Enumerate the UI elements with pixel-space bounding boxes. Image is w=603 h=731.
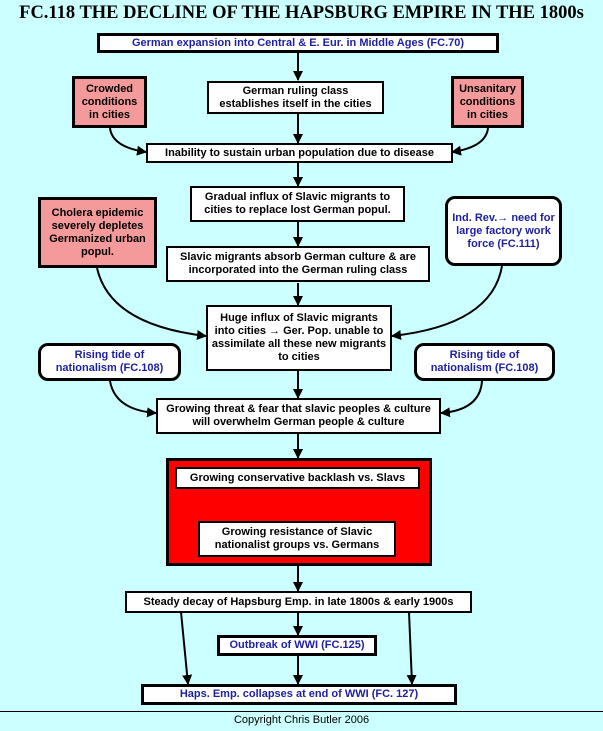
box-outbreak-wwi: Outbreak of WWI (FC.125)	[217, 635, 377, 656]
arrow-decay-to-collapse-right	[406, 611, 417, 685]
arrow-decay-to-collapse-left	[180, 611, 193, 685]
arrow-unsanitary-to-inability	[451, 127, 489, 156]
box-growing-threat: Growing threat & fear that slavic people…	[156, 398, 441, 434]
box-inability: Inability to sustain urban population du…	[146, 143, 453, 163]
box-nationalism-left: Rising tide of nationalism (FC.108)	[38, 343, 181, 381]
page-title: FC.118 THE DECLINE OF THE HAPSBURG EMPIR…	[19, 3, 584, 23]
box-german-expansion: German expansion into Central & E. Eur. …	[97, 33, 499, 53]
box-crowded-conditions: Crowded conditions in cities	[72, 76, 147, 128]
box-absorb-culture: Slavic migrants absorb German culture & …	[166, 246, 430, 282]
copyright-footer: Copyright Chris Butler 2006	[233, 714, 370, 726]
box-cholera-epidemic: Cholera epidemic severely depletes Germa…	[38, 197, 157, 268]
arrow-cholera-to-huge	[96, 267, 207, 340]
arrow-nationalism-left-to-threat	[109, 380, 157, 418]
box-slavic-resistance: Growing resistance of Slavic nationalist…	[198, 521, 396, 557]
box-unsanitary-conditions: Unsanitary conditions in cities	[451, 76, 524, 128]
footer-divider	[0, 711, 603, 712]
arrow-indrev-to-huge	[391, 265, 503, 340]
box-nationalism-right: Rising tide of nationalism (FC.108)	[414, 343, 555, 381]
box-ruling-class: German ruling class establishes itself i…	[207, 81, 384, 114]
box-gradual-influx: Gradual influx of Slavic migrants to cit…	[190, 186, 405, 222]
arrow-nationalism-right-to-threat	[440, 380, 483, 418]
box-conservative-backlash: Growing conservative backlash vs. Slavs	[175, 467, 420, 489]
box-huge-influx: Huge influx of Slavic migrants into citi…	[206, 305, 392, 371]
box-industrial-revolution: Ind. Rev.→ need for large factory work f…	[445, 196, 562, 266]
box-steady-decay: Steady decay of Hapsburg Emp. in late 18…	[125, 591, 472, 613]
arrow-crowded-to-inability	[109, 127, 147, 156]
box-empire-collapses: Haps. Emp. collapses at end of WWI (FC. …	[141, 684, 457, 705]
